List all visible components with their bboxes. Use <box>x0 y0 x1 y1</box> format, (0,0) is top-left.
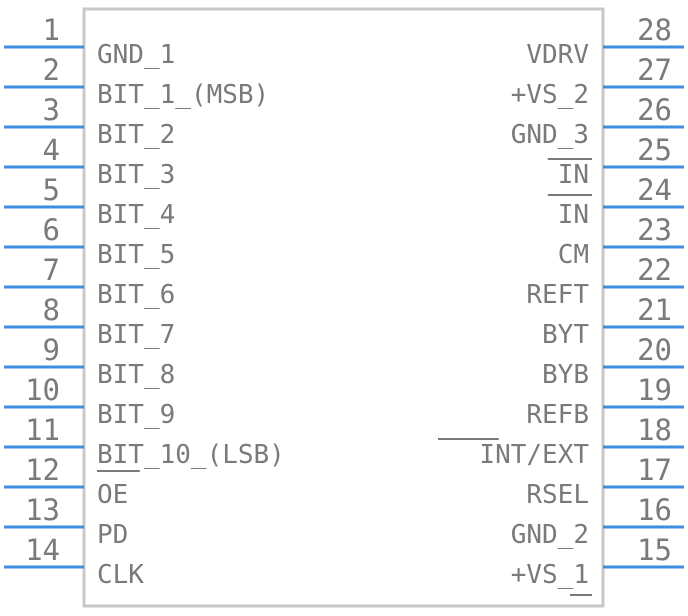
pin-23-label: CM <box>558 240 589 270</box>
pin-6-number: 6 <box>43 213 60 247</box>
pin-18-number: 18 <box>637 413 672 447</box>
pin-16-label: GND_2 <box>511 520 589 550</box>
pin-16-number: 16 <box>637 493 672 527</box>
pin-12-number: 12 <box>25 453 60 487</box>
pin-8-number: 8 <box>43 293 60 327</box>
pin-12-label: OE <box>97 480 128 510</box>
pin-10-number: 10 <box>25 373 60 407</box>
pin-24-number: 24 <box>637 173 672 207</box>
pin-20-number: 20 <box>637 333 672 367</box>
pin-9-label: BIT_8 <box>97 360 175 390</box>
pin-28-label: VDRV <box>526 40 589 70</box>
pin-26-number: 26 <box>637 93 672 127</box>
pin-14-number: 14 <box>25 533 60 567</box>
pin-25-label: IN <box>558 160 589 190</box>
pin-15-number: 15 <box>637 533 672 567</box>
pin-14-label: CLK <box>97 560 144 590</box>
pin-5-label: BIT_4 <box>97 200 175 230</box>
pin-27-label: +VS_2 <box>511 80 589 110</box>
pin-20-label: BYB <box>542 360 589 390</box>
pin-26-label: GND_3 <box>511 120 589 150</box>
pin-3-number: 3 <box>43 93 60 127</box>
pin-11-label: BIT_10_(LSB) <box>97 440 285 470</box>
pin-13-number: 13 <box>25 493 60 527</box>
pin-10-label: BIT_9 <box>97 400 175 430</box>
pin-23-number: 23 <box>637 213 672 247</box>
chip-body <box>82 7 605 608</box>
pin-21-number: 21 <box>637 293 672 327</box>
pin-13-label: PD <box>97 520 128 550</box>
pin-28-number: 28 <box>637 13 672 47</box>
pin-9-number: 9 <box>43 333 60 367</box>
pin-1-number: 1 <box>43 13 60 47</box>
pin-22-label: REFT <box>526 280 589 310</box>
pin-17-label: RSEL <box>526 480 589 510</box>
pin-5-number: 5 <box>43 173 60 207</box>
pin-11-number: 11 <box>25 413 60 447</box>
pin-27-number: 27 <box>637 53 672 87</box>
pin-1-label: GND_1 <box>97 40 175 70</box>
pin-3-label: BIT_2 <box>97 120 175 150</box>
pin-2-label: BIT_1_(MSB) <box>97 80 269 110</box>
pin-19-label: REFB <box>526 400 589 430</box>
pin-4-number: 4 <box>43 133 60 167</box>
pin-2-number: 2 <box>43 53 60 87</box>
pin-22-number: 22 <box>637 253 672 287</box>
pin-6-label: BIT_5 <box>97 240 175 270</box>
pin-7-number: 7 <box>43 253 60 287</box>
pin-24-label: IN <box>558 200 589 230</box>
pin-18-label: INT/EXT <box>479 440 589 470</box>
pin-7-label: BIT_6 <box>97 280 175 310</box>
pin-21-label: BYT <box>542 320 589 350</box>
pin-4-label: BIT_3 <box>97 160 175 190</box>
pin-17-number: 17 <box>637 453 672 487</box>
pin-15-label: +VS_1 <box>511 560 589 590</box>
pin-19-number: 19 <box>637 373 672 407</box>
pin-8-label: BIT_7 <box>97 320 175 350</box>
pin-25-number: 25 <box>637 133 672 167</box>
